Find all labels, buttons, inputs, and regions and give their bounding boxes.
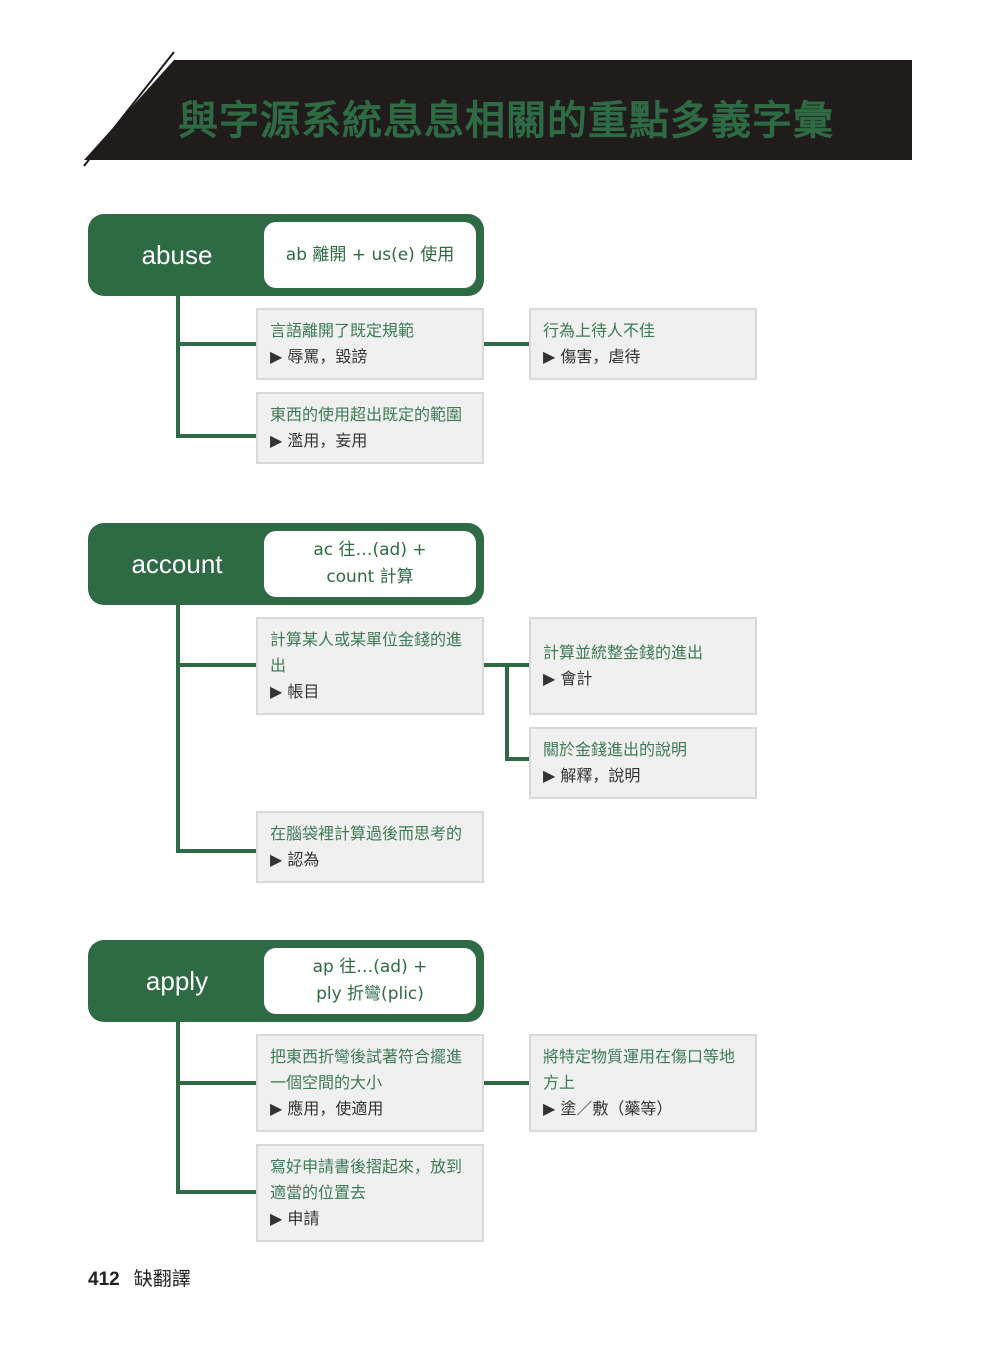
sense-meaning: 行為上待人不佳 — [543, 321, 656, 340]
sense-meaning: 計算並統整金錢的進出 — [543, 643, 704, 662]
word-pill: apply ap 往…(ad) + ply 折彎(plic) — [88, 940, 484, 1022]
banner-shape — [83, 51, 912, 167]
connector — [176, 1081, 258, 1085]
page-number: 412 — [88, 1269, 120, 1290]
sense-meaning: 將特定物質運用在傷口等地方上 — [543, 1047, 736, 1092]
sense-translation: ▶ 塗／敷（藥等） — [543, 1099, 673, 1118]
sense-translation: ▶ 應用，使適用 — [270, 1099, 384, 1118]
connector — [176, 296, 180, 438]
sense-meaning: 言語離開了既定規範 — [270, 321, 415, 340]
headword: abuse — [141, 240, 213, 270]
sense-translation: ▶ 帳目 — [270, 682, 320, 701]
sense-translation: ▶ 會計 — [543, 669, 593, 688]
sense-box: 在腦袋裡計算過後而思考的 ▶ 認為 — [256, 811, 484, 883]
sense-box: 將特定物質運用在傷口等地方上 ▶ 塗／敷（藥等） — [529, 1034, 757, 1132]
headword: apply — [145, 966, 209, 996]
etymology-line: count 計算 — [326, 567, 414, 587]
word-pill: abuse ab 離開 + us(e) 使用 — [88, 214, 484, 296]
sense-box: 計算並統整金錢的進出 ▶ 會計 — [529, 617, 757, 715]
etymology-line: ab 離開 + us(e) 使用 — [285, 244, 455, 265]
sense-translation: ▶ 辱罵，毀謗 — [270, 347, 368, 366]
connector — [176, 1190, 258, 1194]
sense-meaning: 寫好申請書後摺起來，放到適當的位置去 — [270, 1157, 463, 1202]
sense-box: 言語離開了既定規範 ▶ 辱罵，毀謗 — [256, 308, 484, 380]
etymology-box: ac 往…(ad) + count 計算 — [264, 531, 476, 597]
sense-box: 計算某人或某單位金錢的進出 ▶ 帳目 — [256, 617, 484, 715]
sense-box: 行為上待人不佳 ▶ 傷害，虐待 — [529, 308, 757, 380]
footer-label: 缺翻譯 — [133, 1268, 191, 1290]
sense-meaning: 關於金錢進出的說明 — [543, 740, 688, 759]
headword: account — [131, 549, 223, 579]
title-banner: 與字源系統息息相關的重點多義字彙 — [0, 0, 1000, 170]
sense-translation: ▶ 傷害，虐待 — [543, 347, 641, 366]
sense-box: 寫好申請書後摺起來，放到適當的位置去 ▶ 申請 — [256, 1144, 484, 1242]
sense-meaning: 把東西折彎後試著符合擺進一個空間的大小 — [270, 1047, 463, 1092]
connector — [484, 1081, 530, 1085]
sense-meaning: 在腦袋裡計算過後而思考的 — [270, 824, 463, 843]
connector — [505, 663, 509, 761]
etymology-line: ply 折彎(plic) — [316, 984, 424, 1004]
connector — [176, 605, 180, 853]
connector — [484, 342, 530, 346]
connector — [176, 663, 258, 667]
connector — [176, 1022, 180, 1194]
etymology-box: ab 離開 + us(e) 使用 — [264, 222, 476, 288]
etymology-box: ap 往…(ad) + ply 折彎(plic) — [264, 948, 476, 1014]
sense-meaning: 東西的使用超出既定的範圍 — [270, 405, 463, 424]
etymology-line: ap 往…(ad) + — [312, 957, 428, 977]
connector — [176, 342, 258, 346]
sense-translation: ▶ 認為 — [270, 850, 320, 869]
connector — [176, 434, 258, 438]
sense-translation: ▶ 申請 — [270, 1209, 320, 1228]
connector — [505, 757, 530, 761]
sense-meaning: 計算某人或某單位金錢的進出 — [270, 630, 463, 675]
page-footer: 412 缺翻譯 — [88, 1264, 191, 1291]
etymology-line: ac 往…(ad) + — [313, 540, 427, 560]
connector — [176, 849, 258, 853]
sense-translation: ▶ 濫用，妄用 — [270, 431, 368, 450]
word-pill: account ac 往…(ad) + count 計算 — [88, 523, 484, 605]
sense-translation: ▶ 解釋，說明 — [543, 766, 641, 785]
sense-box: 把東西折彎後試著符合擺進一個空間的大小 ▶ 應用，使適用 — [256, 1034, 484, 1132]
sense-box: 東西的使用超出既定的範圍 ▶ 濫用，妄用 — [256, 392, 484, 464]
page-title: 與字源系統息息相關的重點多義字彙 — [178, 98, 834, 144]
sense-box: 關於金錢進出的說明 ▶ 解釋，說明 — [529, 727, 757, 799]
